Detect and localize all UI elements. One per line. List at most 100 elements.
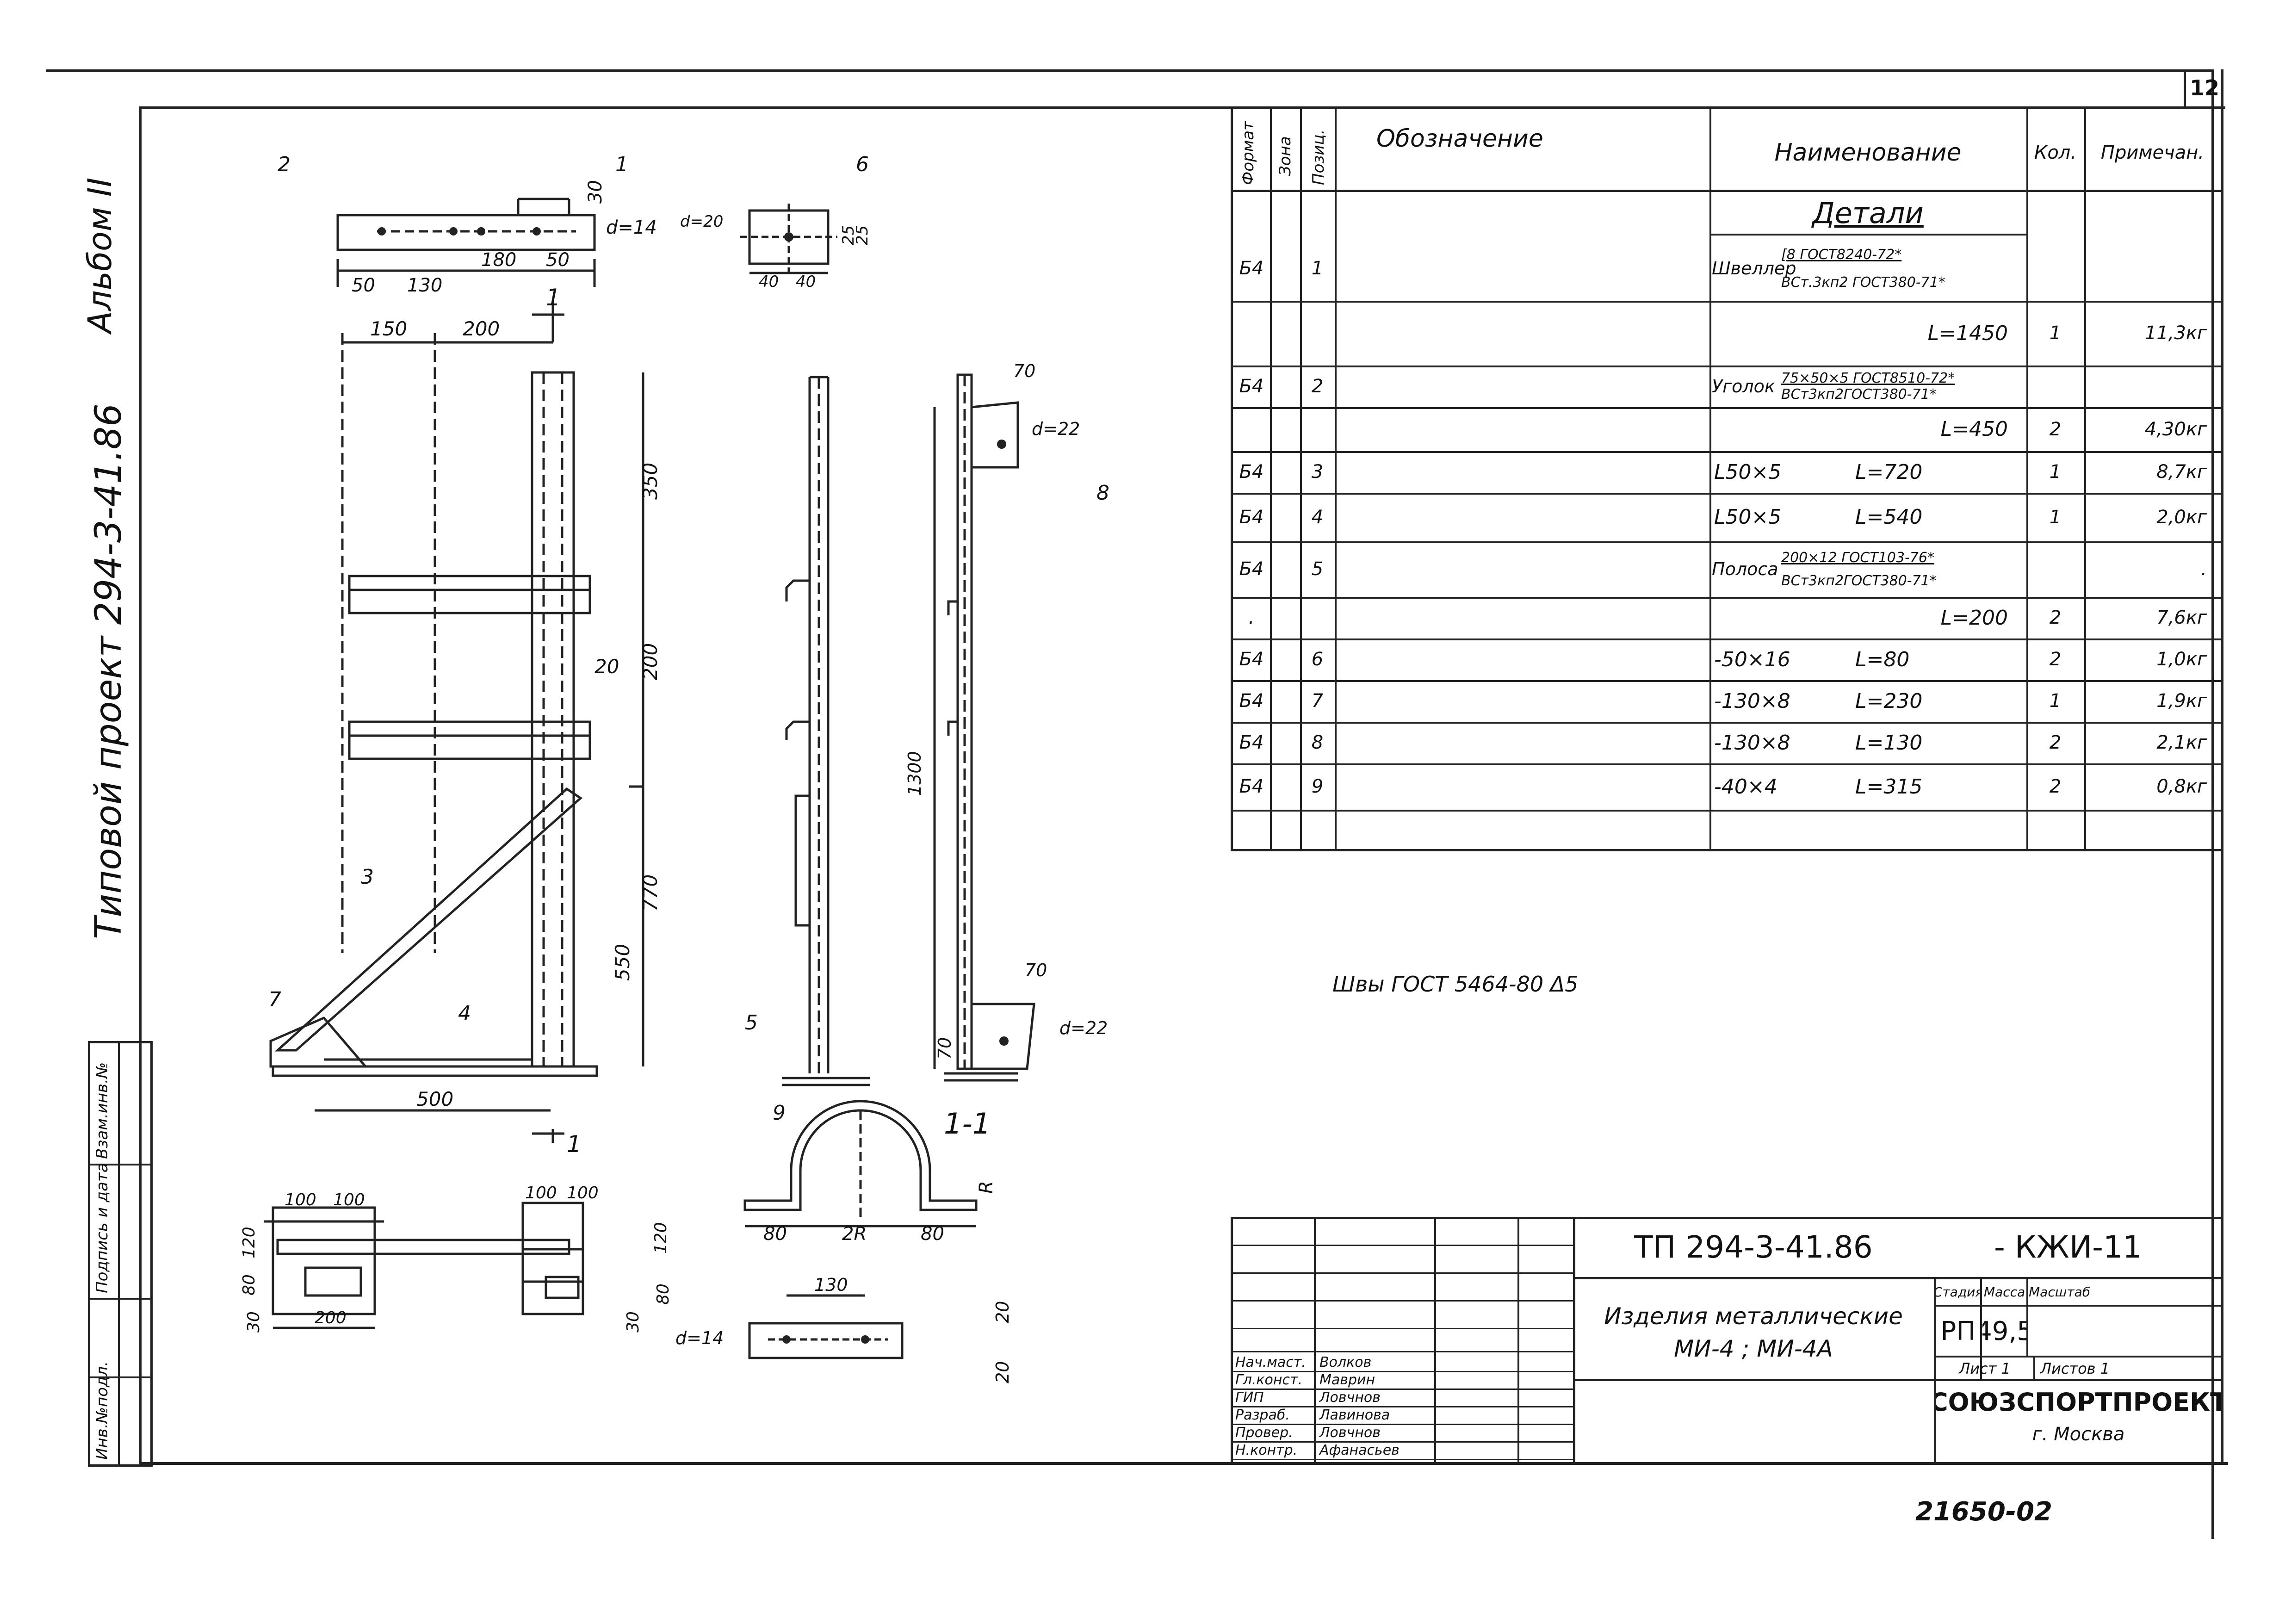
dimension-label: d=22	[1059, 1018, 1108, 1038]
dimension-label: 100	[285, 1190, 316, 1209]
row-format	[1233, 301, 1270, 366]
header-note: Примечан.	[2100, 142, 2205, 163]
title-block-line	[1231, 1272, 1573, 1274]
dimension-label: 2	[278, 153, 291, 176]
dimension-label: 550	[611, 944, 634, 981]
staff-name: Маврин	[1319, 1371, 1375, 1388]
header-designation: Обозначение	[1376, 125, 1543, 153]
dimension-label: 200	[315, 1308, 347, 1327]
row-format: Б4	[1239, 558, 1264, 580]
dimension-label: 100	[525, 1184, 557, 1203]
row-format: .	[1248, 607, 1255, 628]
inner-frame	[139, 106, 2228, 1465]
row-name-length: L=540	[1855, 505, 1923, 529]
dimension-label: 9	[773, 1101, 786, 1125]
stage-value: РП	[1940, 1316, 1976, 1346]
dimension-label: 70	[1025, 960, 1047, 980]
row-note: 2,1кг	[2156, 732, 2207, 753]
row-position: 8	[1311, 732, 1324, 753]
spec-row-line	[1231, 407, 2221, 409]
dimension-label: 1-1	[944, 1107, 991, 1141]
dimension-label: 80	[654, 1283, 673, 1305]
title-block-line	[1231, 1424, 1573, 1425]
section-title: Детали	[1812, 196, 1924, 230]
staff-role: Гл.конст.	[1235, 1371, 1303, 1388]
spec-row-line	[1231, 541, 2221, 543]
row-format: Б4	[1239, 732, 1264, 753]
dimension-label: 3	[361, 865, 374, 889]
dimension-label: 6	[856, 153, 869, 176]
row-name-top: 75×50×5 ГОСТ8510-72*	[1781, 370, 1955, 386]
header-name: Наименование	[1774, 139, 1962, 167]
row-qty	[2026, 366, 2084, 407]
dimension-label: d=14	[606, 217, 657, 238]
row-position: 4	[1311, 506, 1324, 528]
row-qty: 2	[2049, 418, 2062, 440]
sheet-number: 12	[2189, 75, 2219, 100]
row-qty: 2	[2049, 776, 2062, 797]
dimension-label: 2R	[842, 1223, 867, 1245]
staff-name: Лавинова	[1319, 1407, 1390, 1423]
dimension-label: 180	[481, 249, 516, 271]
header-format: Формат	[1239, 121, 1257, 185]
row-qty: 2	[2049, 607, 2062, 628]
drawing-code: ТП 294-3-41.86	[1634, 1229, 1873, 1265]
sheet-number-box: 12	[2184, 69, 2223, 109]
product-title-line1: Изделия металлические	[1604, 1303, 1903, 1330]
dimension-label: 80	[763, 1223, 787, 1245]
staff-name: Волков	[1319, 1354, 1372, 1370]
dimension-label: 20	[595, 655, 619, 678]
title-block-line	[1231, 1245, 1573, 1246]
row-name-bottom: ВСт3кп2ГОСТ380-71*	[1781, 386, 1937, 403]
stage-label: Стадия	[1936, 1284, 1980, 1300]
dimension-label: 7	[268, 988, 281, 1011]
staff-role: Нач.маст.	[1235, 1354, 1306, 1370]
row-name-main: Швеллер	[1712, 258, 1796, 279]
archive-number: 21650-02	[1915, 1497, 2052, 1527]
staff-name: Ловчнов	[1319, 1389, 1381, 1406]
row-name-main: L=450	[1940, 417, 2008, 441]
row-note: 8,7кг	[2156, 461, 2207, 483]
brace	[274, 787, 583, 1052]
row-name-top: [8 ГОСТ8240-72*	[1781, 246, 1902, 263]
dimension-label: 80	[240, 1274, 259, 1295]
title-block-line	[1231, 1406, 1573, 1407]
dimension-label: 100	[333, 1190, 365, 1209]
dimension-label: 4	[458, 1002, 471, 1025]
row-name-main: -40×4	[1714, 775, 1777, 799]
side-brace	[794, 794, 811, 927]
row-qty: 1	[2049, 322, 2062, 344]
row-name-main: L=1450	[1927, 321, 2008, 345]
row-note: 4,30кг	[2144, 418, 2207, 440]
row-position: 2	[1311, 376, 1324, 397]
dimension-label: 770	[639, 874, 662, 911]
dimension-label: 25	[839, 225, 858, 245]
bracket-8-bottom	[970, 1003, 1035, 1070]
inner-frame-top	[139, 106, 2225, 109]
row-note: 1,0кг	[2156, 649, 2207, 670]
plan-plate-6-right	[545, 1276, 580, 1299]
plan-plate-6-left	[304, 1266, 362, 1297]
row-note: 11,3кг	[2144, 322, 2207, 344]
row-name-length: L=720	[1855, 460, 1923, 484]
staff-name: Ловчнов	[1319, 1424, 1381, 1441]
dimension-label: 30	[624, 1311, 643, 1333]
dimension-label: 100	[567, 1184, 599, 1203]
dimension-label: 40	[759, 273, 779, 291]
row-name-bottom: ВСт3кп2ГОСТ380-71*	[1781, 572, 1937, 589]
spec-row-line	[1231, 763, 2221, 765]
dimension-label: 150	[370, 317, 407, 340]
sheet-index: Лист 1	[1959, 1359, 2011, 1377]
row-name-main: Уголок	[1712, 376, 1775, 397]
dimension-label: 350	[639, 463, 662, 500]
row-position: 3	[1311, 461, 1324, 483]
product-title-line2: МИ-4 ; МИ-4А	[1674, 1335, 1833, 1362]
row-qty	[2026, 541, 2084, 597]
staff-role: Провер.	[1235, 1424, 1293, 1441]
dimension-label: 50	[352, 275, 375, 296]
title-block-line	[1231, 1351, 1573, 1352]
title-block-line	[1231, 1459, 1573, 1460]
dimension-label: 1	[567, 1131, 582, 1158]
dimension-label: 40	[796, 273, 816, 291]
